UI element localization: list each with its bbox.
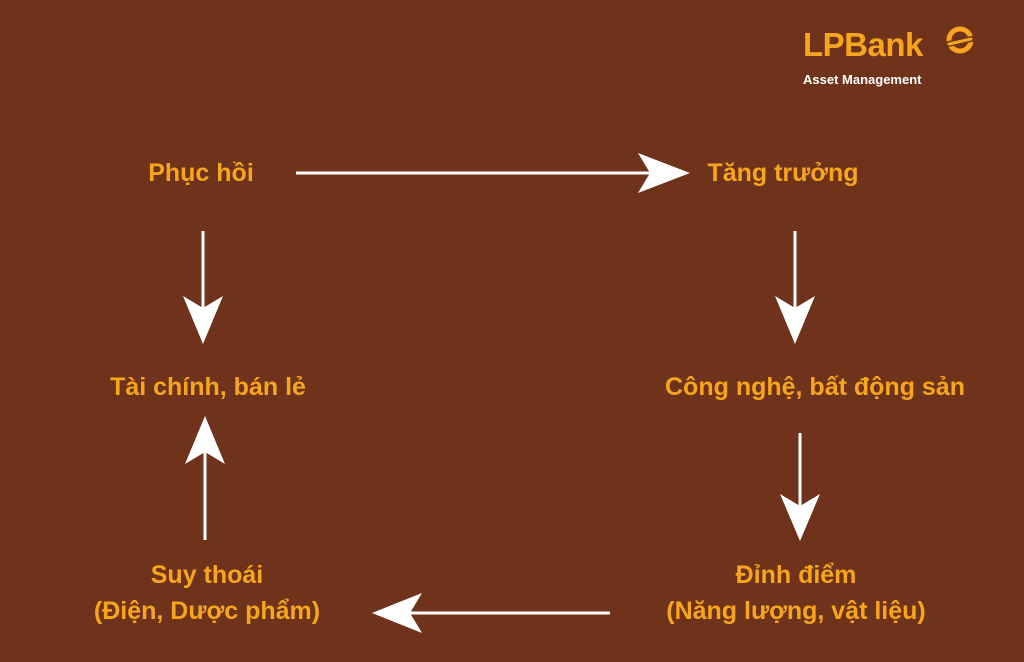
arrow-recovery-to-growth	[296, 153, 690, 193]
node-recession: Suy thoái (Điện, Dược phẩm)	[94, 557, 320, 629]
arrow-recession-up	[185, 416, 225, 540]
node-growth-sectors: Công nghệ, bất động sản	[665, 369, 965, 405]
arrow-growth-sectors-to-peak	[780, 433, 820, 541]
arrow-growth-down	[775, 231, 815, 344]
node-recession-label: Suy thoái	[150, 561, 264, 589]
lpbank-logo: LPBank Asset Management	[803, 26, 983, 92]
node-peak-sectors: (Năng lượng, vật liệu)	[666, 597, 926, 625]
node-recovery-sectors-label: Tài chính, bán lẻ	[110, 373, 306, 401]
node-growth: Tăng trưởng	[707, 155, 858, 191]
node-growth-label: Tăng trưởng	[707, 159, 859, 187]
node-peak-label: Đỉnh điểm	[735, 561, 857, 589]
logo-name: LPBank	[803, 26, 923, 63]
lpbank-emblem-icon	[944, 26, 976, 54]
arrow-peak-to-recession	[372, 593, 610, 633]
node-recovery: Phục hồi	[148, 155, 254, 191]
logo-subtitle: Asset Management	[803, 72, 922, 87]
node-recovery-sectors: Tài chính, bán lẻ	[110, 369, 306, 405]
node-recovery-label: Phục hồi	[148, 159, 254, 187]
node-peak: Đỉnh điểm (Năng lượng, vật liệu)	[666, 557, 926, 629]
node-recession-sectors: (Điện, Dược phẩm)	[93, 597, 321, 625]
arrow-recovery-down	[183, 231, 223, 344]
node-growth-sectors-label: Công nghệ, bất động sản	[665, 373, 965, 401]
